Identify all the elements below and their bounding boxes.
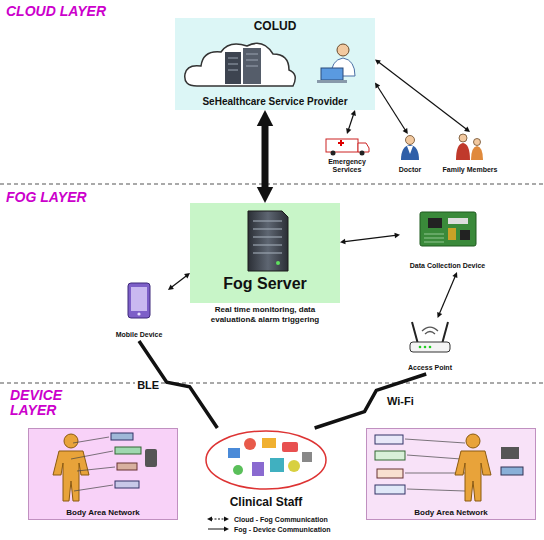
- fog-server-box: Fog ServerReal time monitoring, data eva…: [190, 203, 340, 343]
- family-icon: [440, 132, 500, 160]
- layer-divider: [0, 382, 544, 383]
- connector: [437, 272, 457, 318]
- arrow-head: [340, 239, 346, 244]
- circuit-board-icon: [400, 210, 495, 250]
- clinical-staff-box: Clinical Staff: [202, 428, 330, 512]
- arrow-head: [394, 233, 400, 238]
- legend-text: Cloud - Fog Communication: [234, 516, 328, 523]
- node-title: COLUD: [254, 20, 297, 34]
- doctor-icon-box: Doctor: [388, 134, 432, 174]
- connector-line: [439, 276, 455, 313]
- node-text: Real time monitoring, data evaluation& a…: [190, 305, 340, 323]
- connector: [346, 110, 356, 134]
- clinical-staff-illustration: [202, 428, 330, 492]
- body-area-network-illustration: [29, 429, 179, 505]
- arrow-head: [257, 110, 273, 126]
- layer-label: DEVICE LAYER: [10, 388, 82, 419]
- connector-line: [315, 374, 427, 428]
- legend-row: Cloud - Fog Communication: [206, 514, 376, 524]
- edge-label: Wi-Fi: [385, 395, 416, 407]
- connector: [168, 273, 190, 290]
- connector: [340, 233, 400, 244]
- mobile-device-box: Mobile Device: [110, 281, 168, 341]
- body-area-network-box: Body Area Network: [28, 428, 178, 520]
- connector: [375, 59, 470, 132]
- legend: Cloud - Fog CommunicationFog - Device Co…: [206, 514, 376, 534]
- connector-line: [379, 62, 466, 129]
- arrow-head: [168, 285, 174, 290]
- layer-label: FOG LAYER: [6, 190, 136, 205]
- server-icon: [190, 203, 340, 275]
- body-area-network-box: Body Area Network: [366, 428, 536, 520]
- arrow-head: [437, 312, 442, 318]
- legend-text: Fog - Device Communication: [234, 526, 330, 533]
- connector-line: [349, 115, 354, 130]
- body-area-network-illustration: [367, 429, 537, 505]
- node-title: Family Members: [443, 166, 498, 174]
- ambulance-icon: [318, 134, 376, 156]
- node-text: SeHealthcare Service Provider: [202, 96, 347, 108]
- access-point-icon: [392, 318, 468, 358]
- mobile-phone-icon: [110, 281, 168, 321]
- legend-sample: [206, 525, 230, 533]
- access-point-box: Access Point: [392, 318, 468, 374]
- arrow-head: [452, 272, 457, 278]
- arrow-head: [257, 187, 273, 203]
- node-title: Body Area Network: [66, 508, 140, 517]
- doctor-icon: [388, 134, 432, 160]
- connector-line: [262, 124, 269, 188]
- layer-divider: [0, 183, 544, 184]
- connector-line: [172, 276, 186, 287]
- wireless-link: [315, 374, 427, 428]
- family-icon-box: Family Members: [440, 132, 500, 174]
- legend-sample: [206, 515, 230, 523]
- connector: [375, 82, 408, 134]
- emergency-icon-box: Emergency Services: [318, 134, 376, 174]
- legend-row: Fog - Device Communication: [206, 524, 376, 534]
- connector-line: [378, 86, 406, 129]
- node-title: Data Collection Device: [410, 262, 485, 270]
- arrow-head: [375, 59, 381, 64]
- arrow-head: [403, 128, 408, 134]
- arrow-head: [375, 82, 380, 88]
- cloud-provider-box: COLUD SeHealthcare Service Provider: [175, 18, 375, 110]
- node-title: Clinical Staff: [230, 496, 303, 510]
- layer-label: CLOUD LAYER: [6, 4, 136, 19]
- arrow-head: [464, 127, 470, 132]
- node-title: Emergency Services: [318, 158, 376, 174]
- node-title: Doctor: [399, 166, 422, 174]
- node-title: Access Point: [408, 364, 452, 372]
- node-title: Body Area Network: [414, 508, 488, 517]
- edge-label: BLE: [135, 379, 161, 391]
- arrow-head: [346, 128, 351, 134]
- node-title: Mobile Device: [116, 331, 163, 339]
- node-title: Fog Server: [223, 275, 307, 293]
- arrow-head: [351, 110, 356, 116]
- connector: [257, 110, 273, 203]
- connector-line: [345, 235, 395, 241]
- data-collection-box: Data Collection Device: [400, 210, 495, 272]
